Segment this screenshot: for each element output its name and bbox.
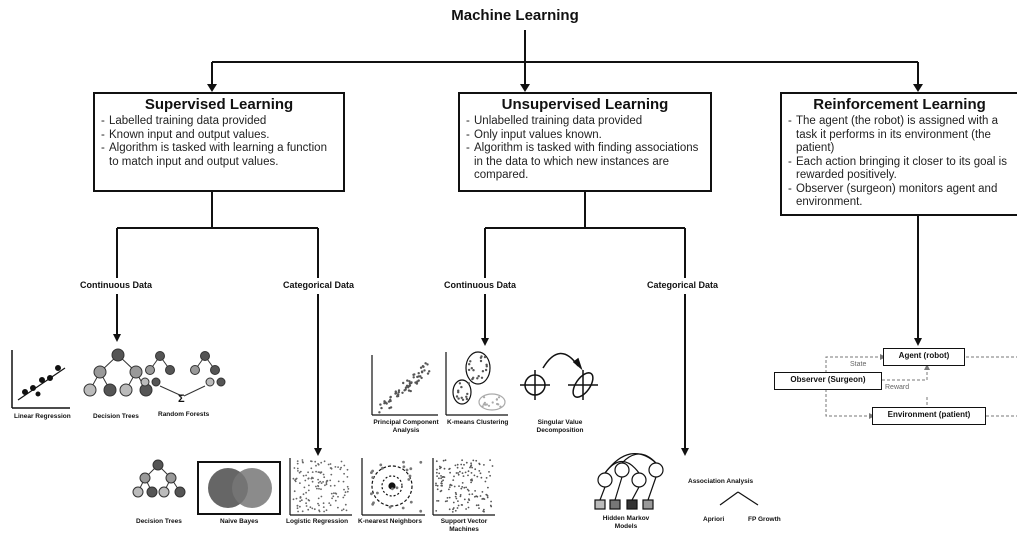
alg-label: K-nearest Neighbors: [358, 518, 422, 525]
alg-label: Principal Component Analysis: [373, 419, 439, 434]
svg-text:Σ: Σ: [178, 393, 185, 405]
observer-box: Observer (Surgeon): [774, 372, 882, 390]
decision-tree-icon: [83, 348, 153, 397]
bullet: Unlabelled training data provided: [466, 115, 704, 129]
unsupervised-continuous-label: Continuous Data: [444, 280, 516, 290]
alg-label: Association Analysis: [688, 478, 754, 485]
state-label: State: [850, 361, 867, 368]
supervised-learning-box: Supervised Learning Labelled training da…: [93, 92, 345, 192]
alg-label: K-means Clustering: [447, 419, 509, 426]
bullet: Known input and output values.: [101, 129, 337, 143]
alg-label: Singular Value Decomposition: [536, 419, 584, 434]
logistic-regression-icon: [289, 458, 352, 516]
unsupervised-learning-box: Unsupervised Learning Unlabelled trainin…: [458, 92, 712, 192]
alg-label: Apriori: [703, 516, 725, 523]
root-title: Machine Learning: [451, 7, 579, 24]
supervised-continuous-label: Continuous Data: [80, 280, 152, 290]
principal-component-analysis-icon: [371, 355, 438, 416]
bullet: The agent (the robot) is assigned with a…: [788, 115, 1011, 156]
box-title: Supervised Learning: [144, 96, 294, 113]
naive-bayes-icon: [197, 461, 281, 515]
bullet: Algorithm is tasked with learning a func…: [101, 142, 337, 169]
singular-value-decomposition-icon: [520, 352, 598, 400]
agent-box: Agent (robot): [883, 348, 965, 366]
alg-label: Naive Bayes: [220, 518, 259, 525]
alg-label: FP Growth: [748, 516, 781, 523]
alg-label: Random Forests: [158, 411, 210, 418]
bullet: Observer (surgeon) monitors agent and en…: [788, 183, 1011, 210]
box-title: Unsupervised Learning: [501, 96, 669, 113]
bullet: Only input values known.: [466, 129, 704, 143]
association-analysis-branches: [719, 491, 759, 506]
environment-box: Environment (patient): [872, 407, 986, 425]
rl-cycle-arrows: [825, 356, 1017, 417]
k-means-clustering-icon: [445, 351, 508, 416]
alg-label: Linear Regression: [14, 413, 71, 420]
alg-label: Decision Trees: [136, 518, 182, 525]
bullet: Each action bringing it closer to its go…: [788, 156, 1011, 183]
decision-tree-icon: [132, 459, 186, 498]
alg-label: Logistic Regression: [286, 518, 349, 525]
reinforcement-learning-box: Reinforcement Learning The agent (the ro…: [780, 92, 1017, 216]
unsupervised-categorical-label: Categorical Data: [647, 280, 719, 290]
bullet: Labelled training data provided: [101, 115, 337, 129]
reward-label: Reward: [885, 384, 910, 391]
hidden-markov-models-icon: [594, 453, 664, 510]
random-forest-icon: Σ: [140, 351, 226, 405]
supervised-categorical-label: Categorical Data: [283, 280, 355, 290]
bullet: Algorithm is tasked with finding associa…: [466, 142, 704, 183]
support-vector-machines-icon: [432, 458, 495, 516]
alg-label: Hidden Markov Models: [602, 515, 650, 530]
alg-label: Decision Trees: [93, 413, 139, 420]
alg-label: Support Vector Machines: [440, 518, 488, 533]
k-nearest-neighbors-icon: [361, 458, 425, 516]
box-title: Reinforcement Learning: [813, 96, 986, 113]
linear-regression-icon: [11, 350, 70, 409]
